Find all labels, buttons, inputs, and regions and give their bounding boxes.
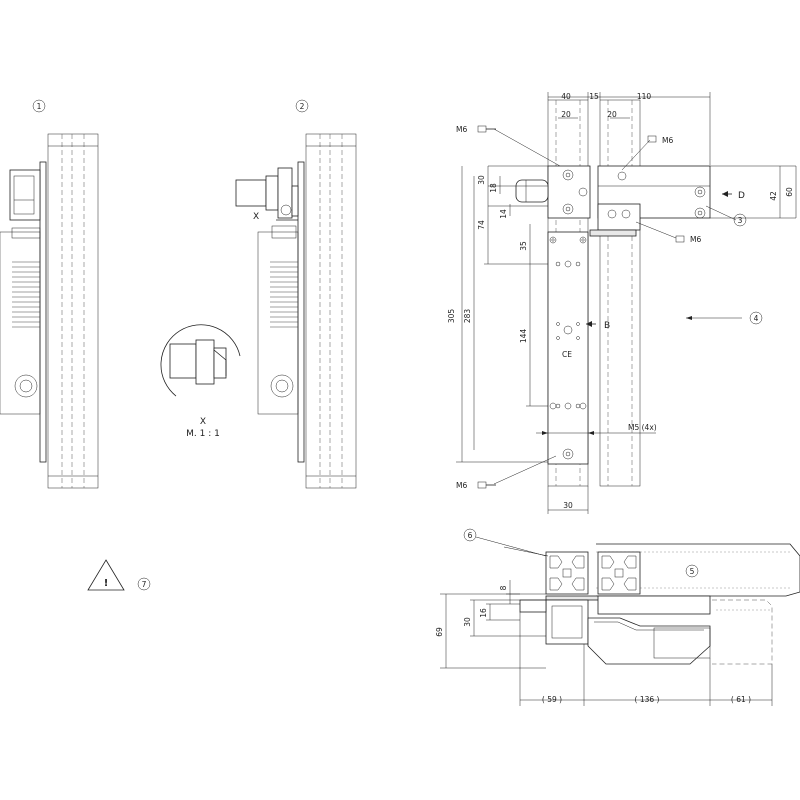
dim-283: 283 (463, 309, 472, 324)
detail-marker-x: X (253, 212, 259, 222)
screw-m6-bottom: M6 (456, 481, 467, 490)
detail-x-scale: M. 1 : 1 (186, 429, 220, 439)
front-view-right-profile (599, 99, 641, 487)
detail-x-circle (160, 324, 241, 397)
top-view-profile-left (545, 551, 589, 595)
dim-59: ( 59 ) (542, 695, 562, 704)
detail-x: X M. 1 : 1 (160, 324, 241, 439)
view-1-mounting-plate (39, 161, 47, 463)
dim-30-top: 30 (463, 617, 472, 627)
view-2-profile (305, 133, 357, 489)
top-view-actuator-bar (597, 595, 711, 615)
view-2-actuator (235, 179, 267, 207)
dim-18: 18 (489, 183, 498, 193)
dim-136: ( 136 ) (635, 695, 660, 704)
dim-42: 42 (769, 191, 778, 201)
dim-74: 74 (477, 220, 486, 230)
top-view-profile-right (597, 551, 641, 595)
dim-69: 69 (435, 627, 444, 637)
label-d: D (738, 191, 745, 201)
front-view: 40 15 110 20 20 D (447, 92, 797, 514)
screw-icon (562, 448, 574, 460)
warning-callout-circle (137, 577, 151, 591)
callout-3-label: 3 (738, 216, 743, 225)
view-1-profile (47, 133, 99, 489)
callout-4-label: 4 (754, 314, 759, 323)
front-view-switch-head (547, 165, 591, 219)
dim-61: ( 61 ) (731, 695, 751, 704)
top-view-actuator-housing (587, 617, 711, 665)
dim-110: 110 (637, 92, 652, 101)
view-1-cooling-ribs (12, 261, 40, 328)
screw-icon (562, 169, 574, 181)
dim-8: 8 (499, 585, 508, 590)
dim-16: 16 (479, 608, 488, 618)
screw-icon (562, 203, 574, 215)
view-2-switch-body (257, 231, 299, 415)
view-2-cable-gland (270, 374, 294, 398)
top-view-switch-head (545, 599, 589, 645)
screw-m6-mid: M6 (690, 235, 701, 244)
callout-6-label: 6 (468, 531, 473, 540)
dim-14: 14 (499, 209, 508, 219)
view-1-callout-label: 1 (37, 102, 42, 111)
view-2-callout-label: 2 (300, 102, 305, 111)
callout-3-circle (733, 213, 747, 227)
dim-30: 30 (477, 175, 486, 185)
view-1-switch-head (9, 169, 41, 221)
dim-20-right: 20 (607, 110, 617, 119)
screw-m6-top-right: M6 (662, 136, 673, 145)
view-2-callout-circle (295, 99, 309, 113)
top-view-door-panel (596, 543, 800, 597)
ce-mark: CE (562, 350, 572, 359)
callout-4-circle (749, 311, 763, 325)
top-view-plunger (519, 599, 547, 613)
front-view-switch-body (547, 231, 589, 465)
view-2: 2 X (235, 99, 357, 489)
dim-305: 305 (447, 309, 456, 324)
warning-callout-label: 7 (142, 580, 147, 589)
dim-30-bottom: 30 (563, 501, 573, 510)
top-view: 5 6 69 3 (435, 528, 800, 706)
warning-triangle-icon (87, 559, 125, 591)
front-view-actuator-plunger (515, 179, 549, 203)
screw-icon (694, 186, 706, 198)
detail-x-title: X (200, 417, 206, 427)
dim-60: 60 (785, 187, 794, 197)
view-1-cable-gland (14, 374, 38, 398)
dim-40: 40 (561, 92, 571, 101)
view-1-switch-body (0, 231, 41, 415)
callout-6-circle (463, 528, 477, 542)
callout-5-label: 5 (690, 567, 695, 576)
label-b: B (604, 321, 610, 331)
view-1: 1 (0, 99, 99, 489)
callout-5-circle (685, 564, 699, 578)
dim-144: 144 (519, 329, 528, 344)
label-m5: M5 (4x) (628, 423, 657, 432)
exclamation-icon: ! (104, 578, 109, 589)
front-view-indicator (563, 325, 573, 335)
dim-35: 35 (519, 241, 528, 251)
dim-20-left: 20 (561, 110, 571, 119)
view-1-callout-circle (32, 99, 46, 113)
warning-note: ! 7 (87, 559, 151, 591)
view-2-mounting-plate (297, 161, 305, 463)
view-2-cooling-ribs (270, 261, 298, 328)
screw-m6-top-left: M6 (456, 125, 467, 134)
dim-15: 15 (589, 92, 599, 101)
